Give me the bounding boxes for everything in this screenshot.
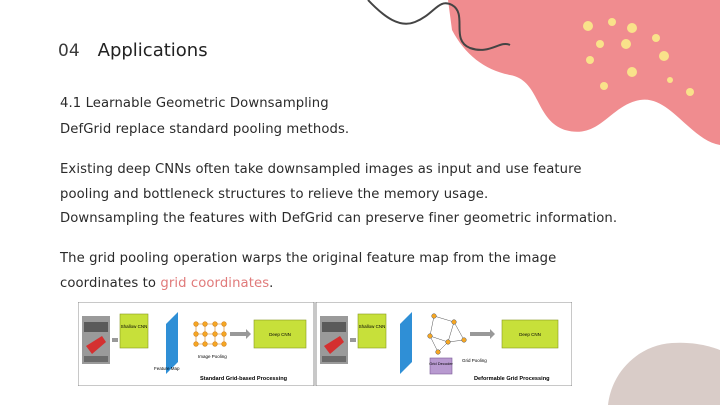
text-line-6-prefix: coordinates to	[60, 276, 161, 291]
feature-map	[166, 312, 178, 374]
arrow-3	[350, 338, 356, 342]
standard-processing-panel: Shallow CNN Feature Map Image Pooling De…	[78, 302, 315, 386]
deep-cnn-label: Deep CNN	[269, 332, 291, 337]
deep-cnn-label-right: Deep CNN	[519, 332, 541, 337]
gray-blob	[608, 342, 720, 405]
text-line-1: DefGrid replace standard pooling methods…	[60, 122, 350, 137]
grid-decoder-box	[429, 357, 453, 375]
subtitle: 4.1 Learnable Geometric Downsampling	[60, 96, 329, 111]
arrow-2	[230, 329, 251, 339]
text-line-6: coordinates to grid coordinates.	[60, 276, 273, 291]
deep-cnn-box	[253, 319, 307, 349]
deformable-processing-panel: Shallow CNN Grid Decoder Grid Pooling De…	[315, 302, 572, 386]
arrow-4	[470, 329, 495, 339]
feature-map-right	[400, 312, 412, 374]
slide-title: Applications	[97, 40, 208, 61]
standard-caption: Standard Grid-based Processing	[200, 376, 288, 382]
text-line-4: Downsampling the features with DefGrid c…	[60, 211, 618, 226]
grid-pooling-label: Grid Pooling	[462, 358, 487, 363]
deformable-caption: Deformable Grid Processing	[474, 376, 550, 382]
input-image-right	[320, 316, 348, 364]
input-image	[82, 316, 110, 364]
text-line-6-suffix: .	[269, 276, 274, 291]
grid-decoder-label: Grid Decoder	[429, 361, 453, 366]
yellow-dots	[583, 18, 694, 96]
text-line-3: pooling and bottleneck structures to rel…	[60, 187, 489, 202]
shallow-cnn-label: Shallow CNN	[121, 324, 148, 329]
pink-blob	[448, 0, 720, 145]
shallow-cnn-box-right	[357, 313, 387, 349]
highlighted-term: grid coordinates	[160, 276, 270, 291]
arrow-1	[112, 338, 118, 342]
pipeline-figure: Shallow CNN Feature Map Image Pooling De…	[78, 302, 572, 386]
text-line-2: Existing deep CNNs often take downsample…	[60, 162, 582, 177]
deformable-grid	[427, 313, 467, 355]
shallow-cnn-label-right: Shallow CNN	[359, 324, 386, 329]
pooling-grid	[193, 321, 227, 347]
shallow-cnn-box	[119, 313, 149, 349]
deep-cnn-box-right	[501, 319, 559, 349]
feature-map-label: Feature Map	[154, 366, 180, 371]
section-number: 04	[58, 41, 80, 61]
curvy-line	[367, 0, 511, 51]
image-pooling-label: Image Pooling	[198, 354, 227, 359]
slide-heading: 04 Applications	[58, 40, 208, 61]
text-line-5: The grid pooling operation warps the ori…	[60, 251, 557, 266]
